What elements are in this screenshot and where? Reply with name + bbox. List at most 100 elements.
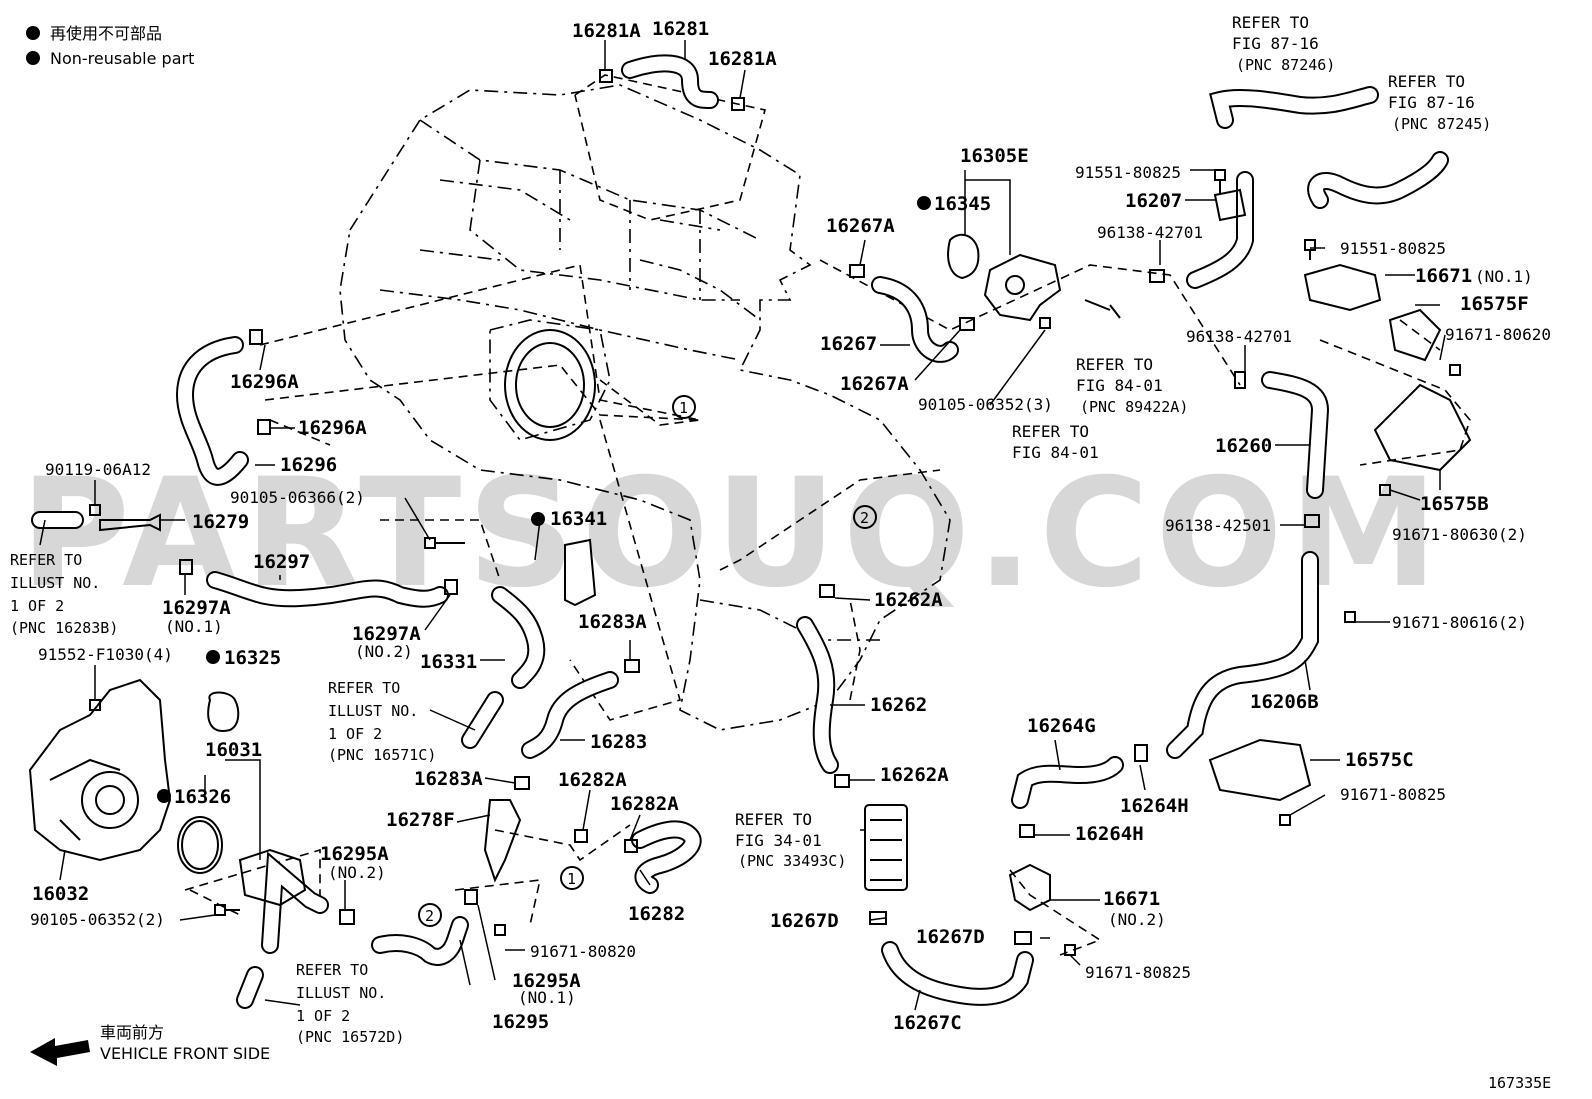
part-label: 16282 bbox=[628, 903, 685, 925]
part-label: 16297A bbox=[352, 623, 421, 645]
clips-bolts bbox=[89, 69, 1461, 956]
refer-line: 1 OF 2 bbox=[328, 725, 382, 743]
part-label: 16281 bbox=[652, 18, 709, 40]
direction-jp: 車両前方 bbox=[100, 1023, 164, 1042]
part-label: 91671-80620 bbox=[1445, 325, 1551, 344]
part-label: 91671-80825 bbox=[1340, 785, 1446, 804]
part-label: 16267A bbox=[826, 215, 895, 237]
part-label: 16264G bbox=[1027, 715, 1096, 737]
part-label: 16326 bbox=[174, 786, 231, 808]
part-label: 16262A bbox=[880, 764, 949, 786]
part-label: 16281A bbox=[572, 20, 641, 42]
part-label: 16296 bbox=[280, 454, 337, 476]
part-label: 16282A bbox=[558, 769, 627, 791]
part-label: 16575C bbox=[1345, 749, 1414, 771]
refer-line: REFER TO bbox=[1232, 13, 1309, 32]
part-label: (NO.1) bbox=[1475, 267, 1533, 286]
callout-2: 2 bbox=[860, 509, 869, 527]
non-reusable-dot-icon bbox=[917, 196, 931, 210]
refer-line: (PNC 89422A) bbox=[1080, 398, 1188, 416]
direction-label: VEHICLE FRONT SIDE bbox=[100, 1044, 270, 1063]
refer-line: REFER TO bbox=[328, 679, 400, 697]
part-label: 16295A bbox=[320, 843, 389, 865]
bracket-16575B bbox=[1373, 383, 1472, 472]
part-label: 16283 bbox=[590, 731, 647, 753]
part-label: 16267D bbox=[770, 910, 839, 932]
part-label: 96138-42701 bbox=[1186, 327, 1292, 346]
part-label: 96138-42701 bbox=[1097, 223, 1203, 242]
part-label: 16264H bbox=[1075, 823, 1144, 845]
valve-16671-no2 bbox=[1008, 863, 1051, 912]
refer-line: REFER TO bbox=[735, 810, 812, 829]
non-reusable-dot-icon bbox=[26, 26, 40, 40]
part-label: 16279 bbox=[192, 511, 249, 533]
refer-line: ILLUST NO. bbox=[328, 702, 418, 720]
part-label: 16283A bbox=[578, 611, 647, 633]
refer-line: (PNC 16283B) bbox=[10, 619, 118, 637]
callout-2: 2 bbox=[425, 907, 434, 925]
refer-line: (PNC 16571C) bbox=[328, 746, 436, 764]
part-label: (NO.2) bbox=[328, 863, 386, 882]
part-label: 16305E bbox=[960, 145, 1029, 167]
part-label: 16262A bbox=[874, 589, 943, 611]
gasket-16341 bbox=[564, 538, 597, 607]
part-label: 91551-80825 bbox=[1075, 163, 1181, 182]
refer-line: REFER TO bbox=[1076, 355, 1153, 374]
refer-line: (PNC 16572D) bbox=[296, 1028, 404, 1046]
refer-line: 1 OF 2 bbox=[10, 597, 64, 615]
part-label: 91671-80820 bbox=[530, 942, 636, 961]
part-label: 90119-06A12 bbox=[45, 460, 151, 479]
bracket-16575C bbox=[1208, 738, 1312, 802]
legend-en: Non-reusable part bbox=[50, 49, 194, 68]
part-label: 91671-80616(2) bbox=[1392, 613, 1527, 632]
arrow-left-icon bbox=[30, 1038, 90, 1066]
part-label: 16267C bbox=[893, 1012, 962, 1034]
part-label: 16264H bbox=[1120, 795, 1189, 817]
refer-line: FIG 84-01 bbox=[1012, 443, 1099, 462]
non-reusable-dot-icon bbox=[206, 650, 220, 664]
direction-indicator: 車両前方 VEHICLE FRONT SIDE bbox=[30, 1023, 270, 1066]
part-label: 91671-80825 bbox=[1085, 963, 1191, 982]
refer-line: REFER TO bbox=[296, 961, 368, 979]
non-reusable-dot-icon bbox=[157, 789, 171, 803]
part-label: 16031 bbox=[205, 739, 262, 761]
part-label: 91551-80825 bbox=[1340, 239, 1446, 258]
part-label: 16262 bbox=[870, 694, 927, 716]
callout-1: 1 bbox=[567, 870, 576, 888]
part-label: 16331 bbox=[420, 651, 477, 673]
bracket-16575F bbox=[1388, 308, 1442, 362]
refer-line: ILLUST NO. bbox=[10, 574, 100, 592]
non-reusable-dot-icon bbox=[531, 512, 545, 526]
hoses bbox=[31, 54, 1449, 1009]
engine-outline bbox=[339, 84, 951, 731]
part-label: 16297A bbox=[162, 597, 231, 619]
water-outlet-housing bbox=[983, 253, 1062, 322]
part-label: 16267D bbox=[916, 926, 985, 948]
bracket-16278F bbox=[483, 799, 522, 883]
refer-line: FIG 87-16 bbox=[1232, 34, 1319, 53]
part-label: 16296A bbox=[298, 417, 367, 439]
refer-line: ILLUST NO. bbox=[296, 984, 386, 1002]
part-label: 16206B bbox=[1250, 691, 1319, 713]
refer-line: REFER TO bbox=[1388, 72, 1465, 91]
part-label: 16297 bbox=[253, 551, 310, 573]
callouts: 1 2 1 2 bbox=[418, 395, 877, 927]
part-label: 16575F bbox=[1460, 293, 1529, 315]
leader-lines bbox=[39, 40, 1446, 1011]
part-label: 16671 bbox=[1103, 888, 1160, 910]
part-label: 16295 bbox=[492, 1011, 549, 1033]
part-label: 16267 bbox=[820, 333, 877, 355]
refer-line: FIG 34-01 bbox=[735, 831, 822, 850]
refer-line: FIG 84-01 bbox=[1076, 376, 1163, 395]
refer-notes: REFER TO FIG 87-16 (PNC 87246) REFER TO … bbox=[10, 13, 1491, 1046]
part-label: 90105-06352(3) bbox=[918, 395, 1053, 414]
part-label: (NO.2) bbox=[1108, 910, 1166, 929]
part-label: 91552-F1030(4) bbox=[38, 645, 173, 664]
part-label: 16207 bbox=[1125, 190, 1182, 212]
part-labels: 16281A 16281 16281A 16305E 16345 16267A … bbox=[30, 18, 1551, 1034]
refer-line: 1 OF 2 bbox=[296, 1007, 350, 1025]
part-label: (NO.2) bbox=[355, 642, 413, 661]
part-label: (NO.1) bbox=[165, 617, 223, 636]
part-label: 90105-06366(2) bbox=[230, 488, 365, 507]
